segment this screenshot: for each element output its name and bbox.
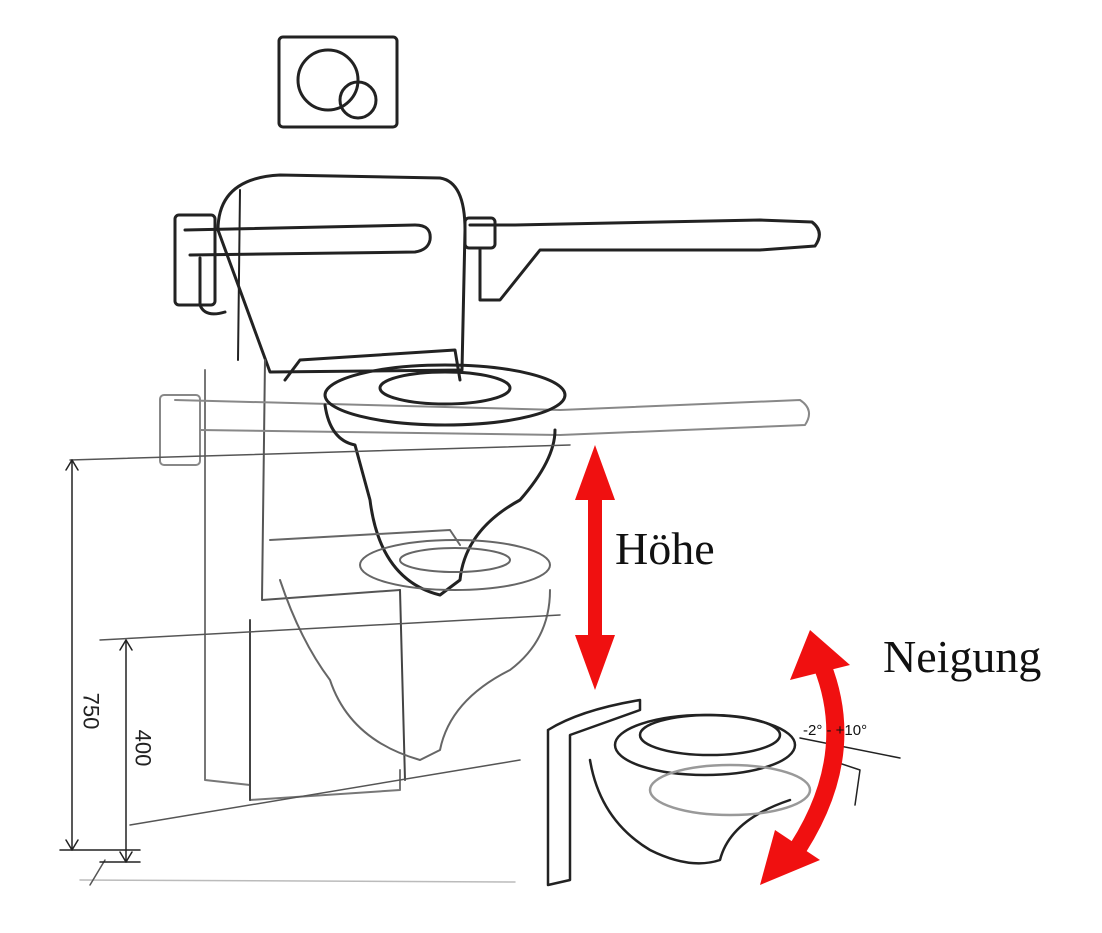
toilet-raised [283, 348, 567, 597]
tilt-arrow [760, 630, 850, 885]
grab-bar-lowered [159, 394, 810, 466]
height-label: Höhe [615, 523, 715, 574]
height-arrow [575, 445, 615, 690]
floor-lines [69, 444, 571, 886]
toilet-lowered [269, 529, 551, 761]
flush-plate [277, 35, 399, 129]
grab-bar-left [173, 213, 432, 316]
dimension-lines [59, 459, 141, 863]
dimension-400: 400 [130, 729, 156, 767]
lift-frame [204, 173, 467, 801]
tilt-label: Neigung [883, 631, 1042, 682]
tilt-inset [546, 698, 901, 887]
tilt-range-label: -2° - +10° [803, 722, 868, 739]
dimension-750: 750 [78, 692, 104, 730]
grab-bar-right [463, 216, 821, 302]
